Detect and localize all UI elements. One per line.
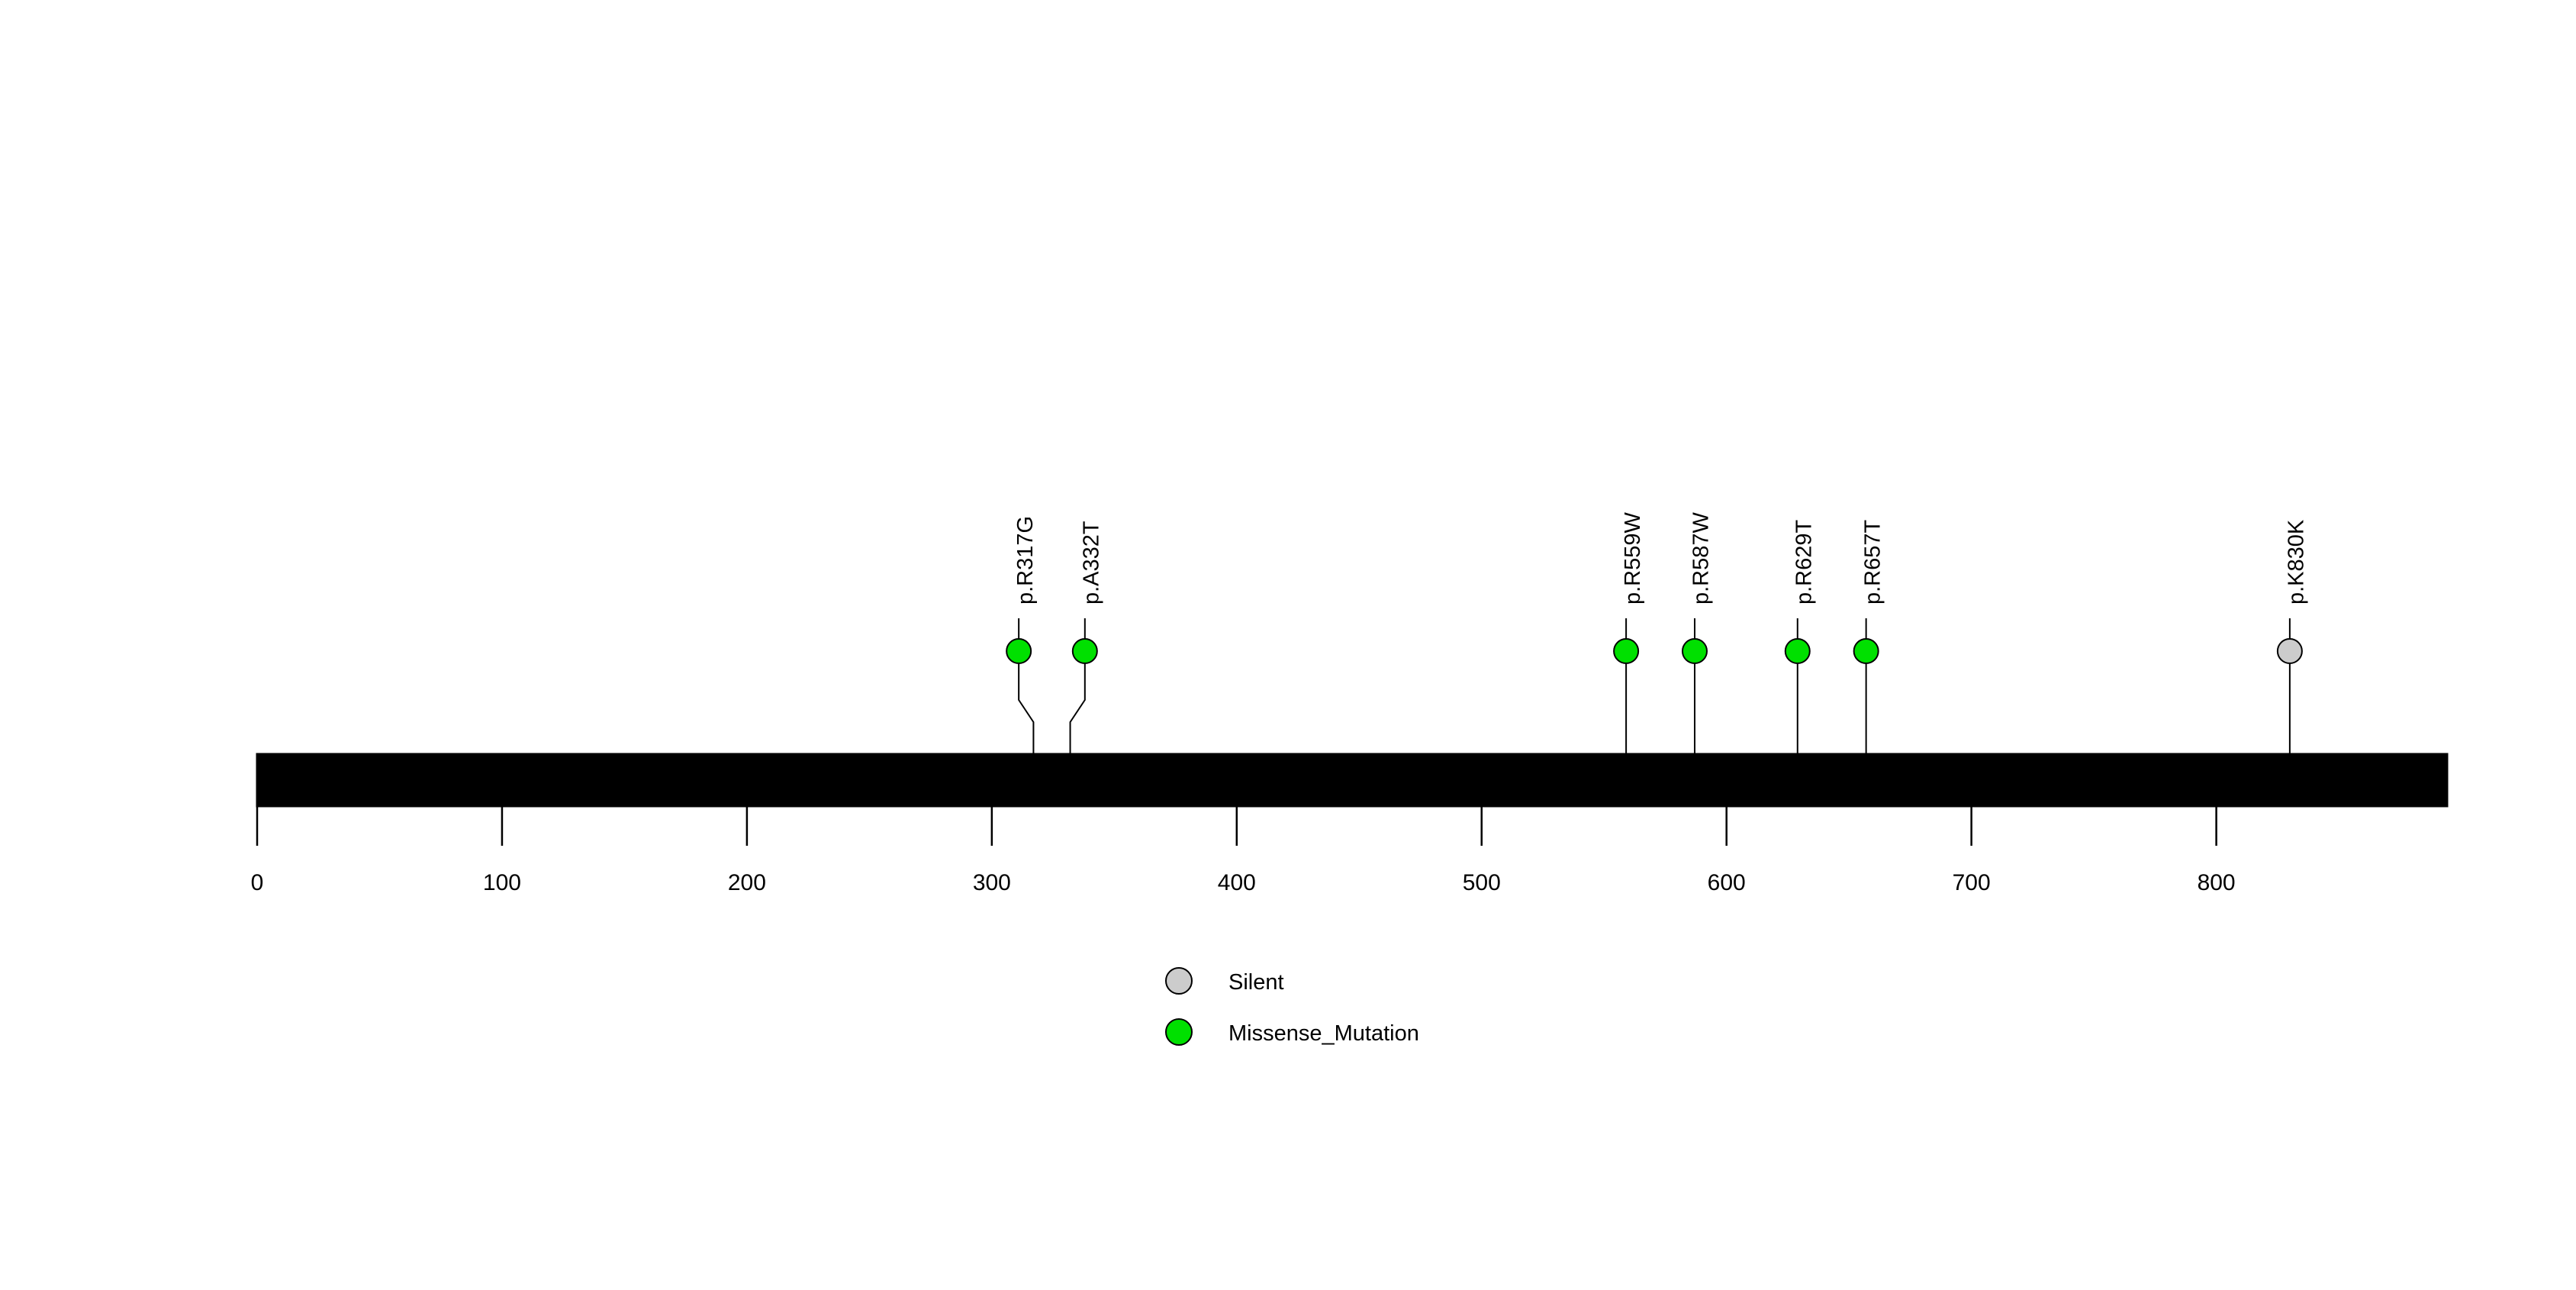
lollipop-head-pA332T[interactable] (1071, 638, 1098, 664)
axis-tick-label: 800 (2198, 870, 2236, 895)
legend-label-silent: Silent (1228, 970, 1284, 995)
lollipop-head-pR317G[interactable] (1006, 638, 1032, 664)
mutation-lollipops (1006, 618, 2303, 806)
mutation-label: p.R559W (1621, 511, 1645, 605)
lollipop-stem-lower (1069, 663, 1086, 806)
mutation-label: p.R629T (1792, 519, 1816, 605)
x-axis: 0 100 200 300 400 500 600 700 800 (251, 806, 2236, 895)
axis-tick-label: 700 (1953, 870, 1991, 895)
mutation-label: p.R657T (1860, 519, 1885, 605)
lollipop-head-pR559W[interactable] (1613, 638, 1640, 664)
axis-tick-label: 0 (251, 870, 264, 895)
axis-tick-label: 600 (1708, 870, 1746, 895)
axis-tick-label: 400 (1218, 870, 1256, 895)
lollipop-head-pR629T[interactable] (1784, 638, 1811, 664)
mutation-label: p.R587W (1689, 511, 1714, 605)
mutation-labels: p.R317G p.A332T p.R559W p.R587W p.R629T p.R65… (1013, 511, 2309, 605)
lollipop-stem-lower (1018, 663, 1035, 806)
protein-backbone-group (256, 753, 2449, 808)
axis-tick-label: 200 (728, 870, 766, 895)
protein-backbone-bar (256, 753, 2449, 808)
lollipop-head-pK830K[interactable] (2276, 638, 2303, 664)
axis-tick-label: 100 (483, 870, 521, 895)
legend-swatch-silent[interactable] (1165, 967, 1193, 995)
axis-tick-label: 300 (973, 870, 1011, 895)
mutation-label: p.K830K (2285, 519, 2309, 605)
legend-swatch-missense_mutation[interactable] (1165, 1018, 1193, 1046)
legend-label-missense_mutation: Missense_Mutation (1228, 1021, 1419, 1046)
lollipop-head-pR587W[interactable] (1681, 638, 1708, 664)
mutation-label: p.A332T (1079, 521, 1103, 605)
lollipop-head-pR657T[interactable] (1853, 638, 1879, 664)
axis-tick-label: 500 (1463, 870, 1501, 895)
mutation-label: p.R317G (1013, 516, 1038, 605)
